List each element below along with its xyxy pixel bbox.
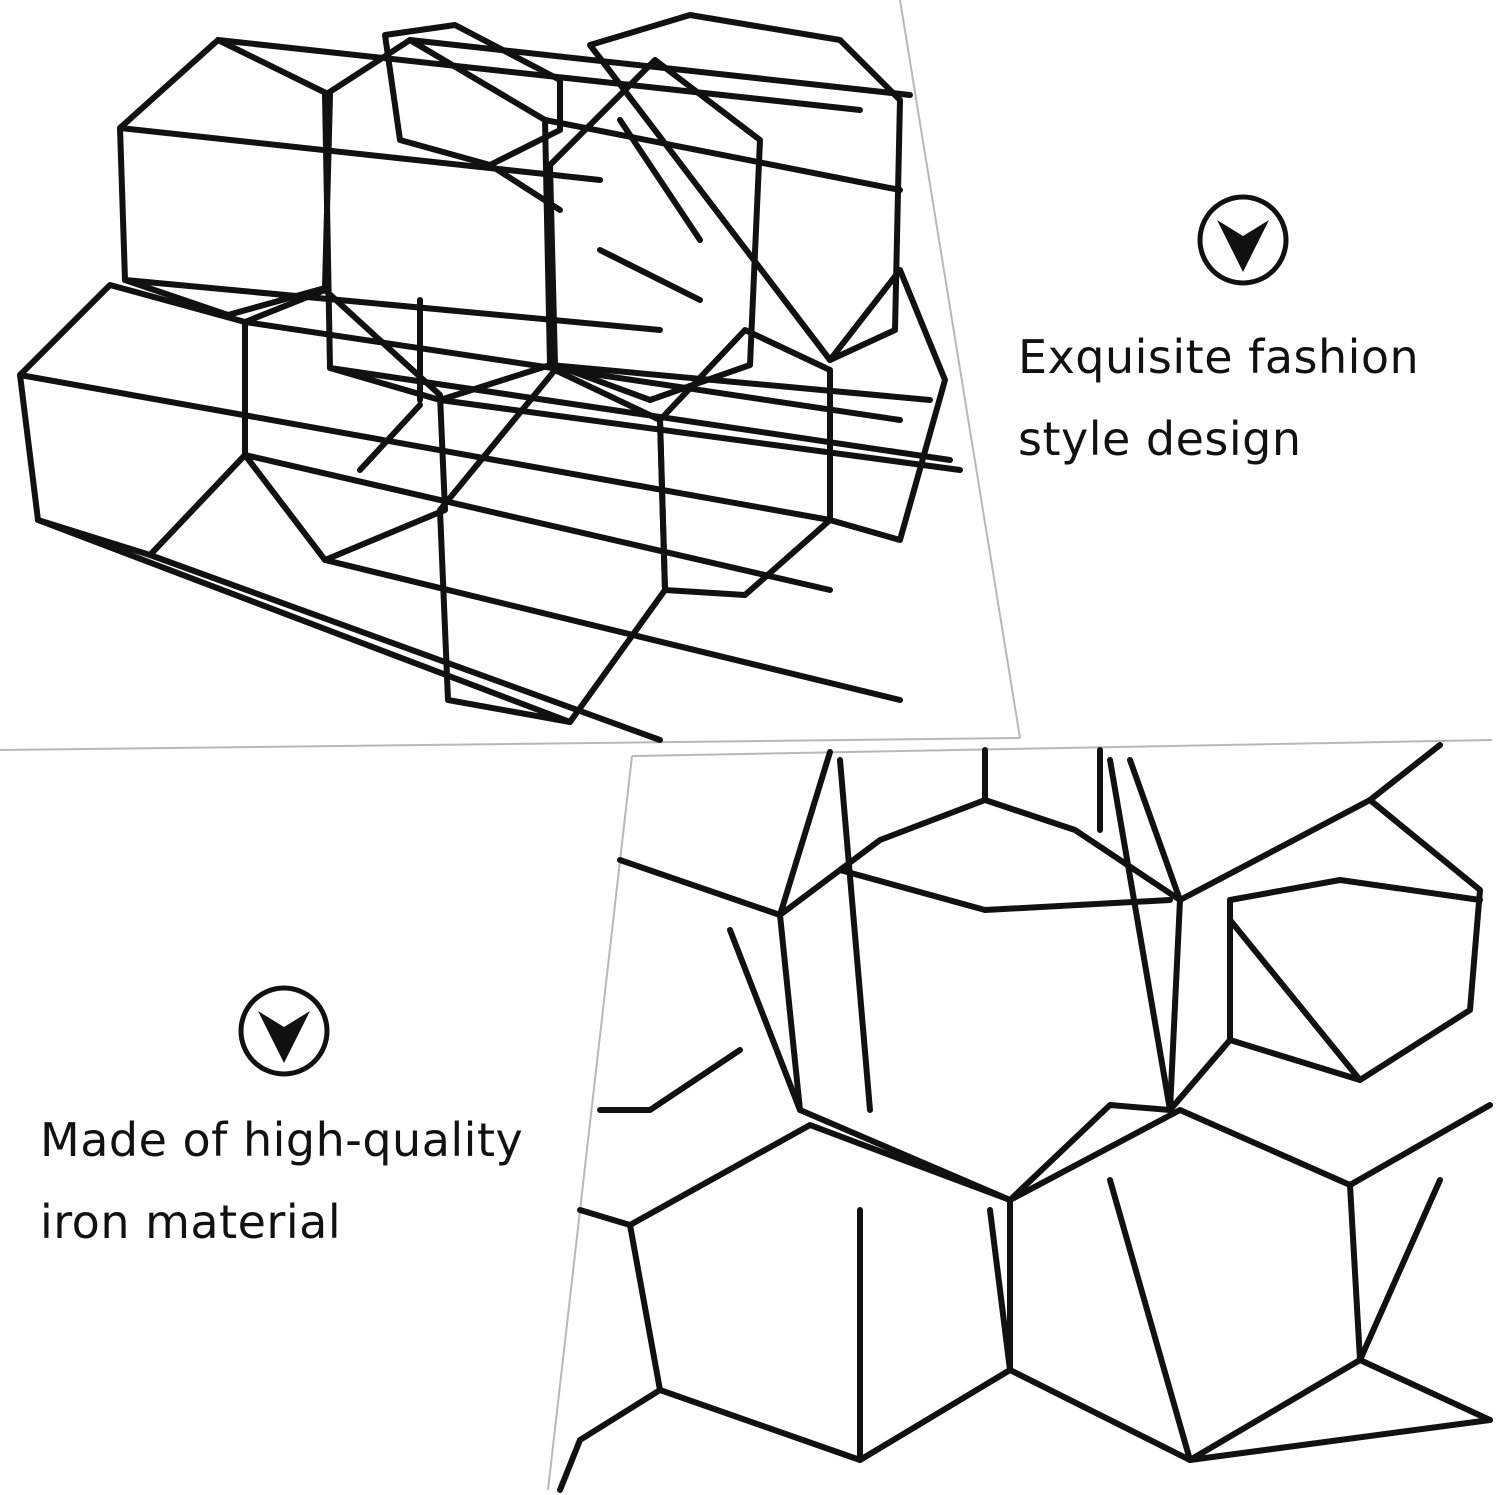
feature-caption-line: iron material	[40, 1195, 342, 1249]
feature-caption-material: Made of high-quality iron material	[40, 1099, 523, 1263]
chevron-down-circle-icon	[1197, 194, 1289, 286]
wine-rack-top-view	[557, 742, 1493, 1493]
chevron-down-circle-icon	[238, 985, 330, 1077]
wine-rack-angled-view	[17, 12, 963, 743]
feature-caption-line: Exquisite fashion	[1018, 330, 1420, 384]
feature-caption-design: Exquisite fashion style design	[1018, 316, 1419, 480]
feature-caption-line: style design	[1018, 412, 1302, 466]
feature-caption-line: Made of high-quality	[40, 1113, 524, 1167]
